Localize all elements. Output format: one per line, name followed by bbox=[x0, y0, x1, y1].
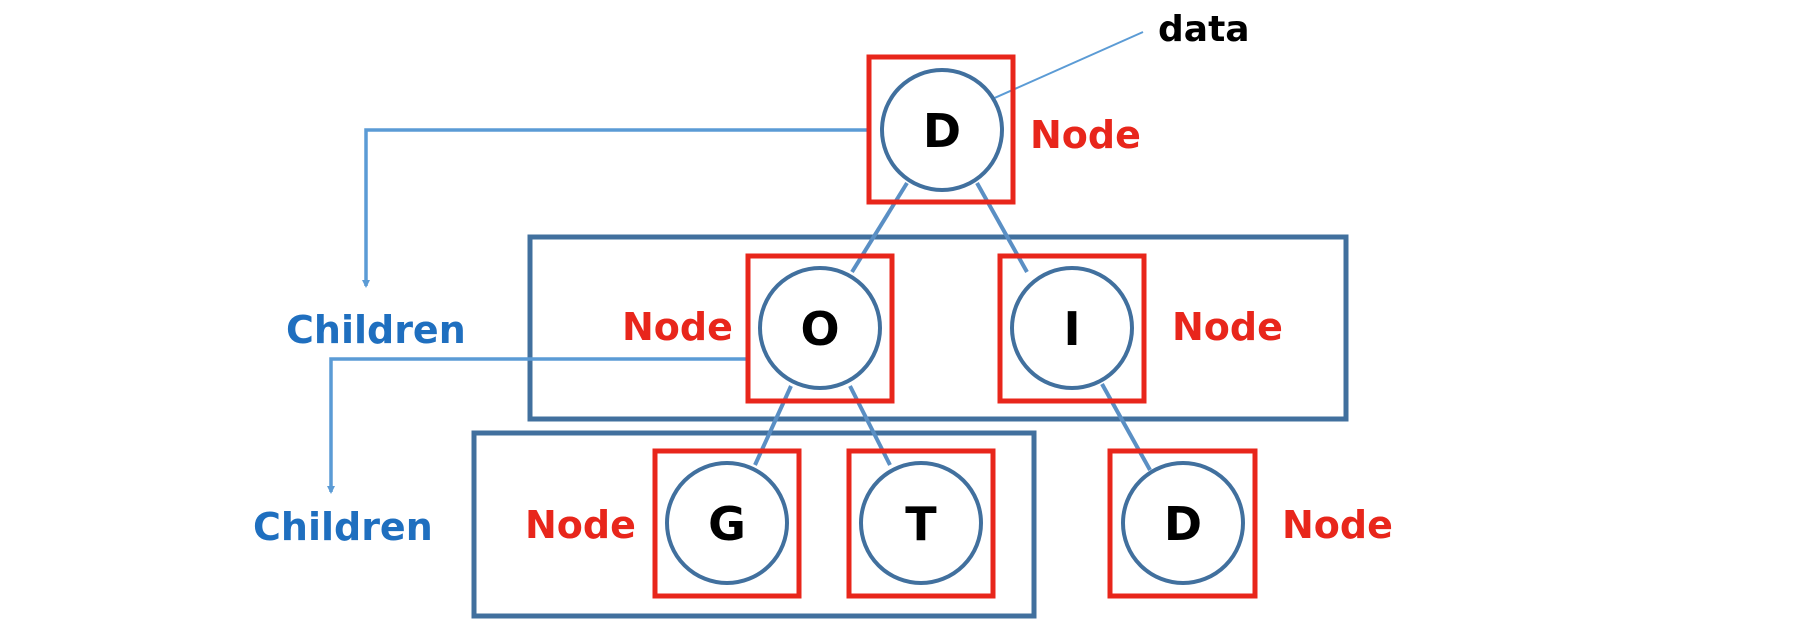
node-label-left-left: Node bbox=[525, 503, 636, 547]
node-letter-left-right: T bbox=[905, 497, 937, 551]
node-letter-right: I bbox=[1063, 302, 1081, 356]
node-circle-root bbox=[880, 68, 1004, 192]
node-letter-right-child: D bbox=[1163, 497, 1203, 551]
node-circle-left bbox=[758, 266, 882, 390]
node-box-root bbox=[866, 54, 1016, 205]
node-label-right-child: Node bbox=[1282, 503, 1393, 547]
node-circle-right bbox=[1010, 266, 1134, 390]
children-label-level1: Children bbox=[286, 308, 466, 352]
children-pointer-root bbox=[362, 128, 868, 288]
node-box-left-left bbox=[652, 448, 802, 599]
edge-right-rightchild bbox=[1100, 383, 1152, 471]
node-letter-left-left: G bbox=[708, 497, 746, 551]
children-label-level2: Children bbox=[253, 505, 433, 549]
data-label: data bbox=[1158, 9, 1250, 50]
children-group-box-level1 bbox=[527, 234, 1349, 422]
children-pointer-level1 bbox=[327, 357, 746, 494]
node-circle-left-left bbox=[665, 461, 789, 585]
node-box-right-child bbox=[1107, 448, 1258, 599]
node-box-left bbox=[745, 253, 895, 404]
node-circle-right-child bbox=[1121, 461, 1245, 585]
node-letter-root: D bbox=[922, 104, 962, 158]
node-circle-left-right bbox=[859, 461, 983, 585]
node-box-right bbox=[997, 253, 1147, 404]
node-label-right: Node bbox=[1172, 305, 1283, 349]
children-group-box-level2 bbox=[471, 430, 1037, 619]
node-label-root: Node bbox=[1030, 113, 1141, 157]
node-box-left-right bbox=[846, 448, 996, 599]
node-letter-left: O bbox=[800, 302, 840, 356]
node-label-left: Node bbox=[622, 305, 733, 349]
edge-root-left bbox=[850, 181, 909, 274]
